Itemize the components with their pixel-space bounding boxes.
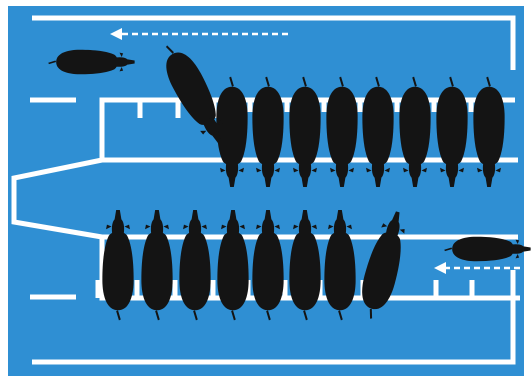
top-wall bbox=[32, 15, 516, 70]
bottom-wall bbox=[32, 270, 516, 365]
pit-left-end bbox=[11, 157, 103, 240]
arrow-left-icon bbox=[110, 28, 122, 40]
arrow-left-icon bbox=[434, 262, 446, 274]
